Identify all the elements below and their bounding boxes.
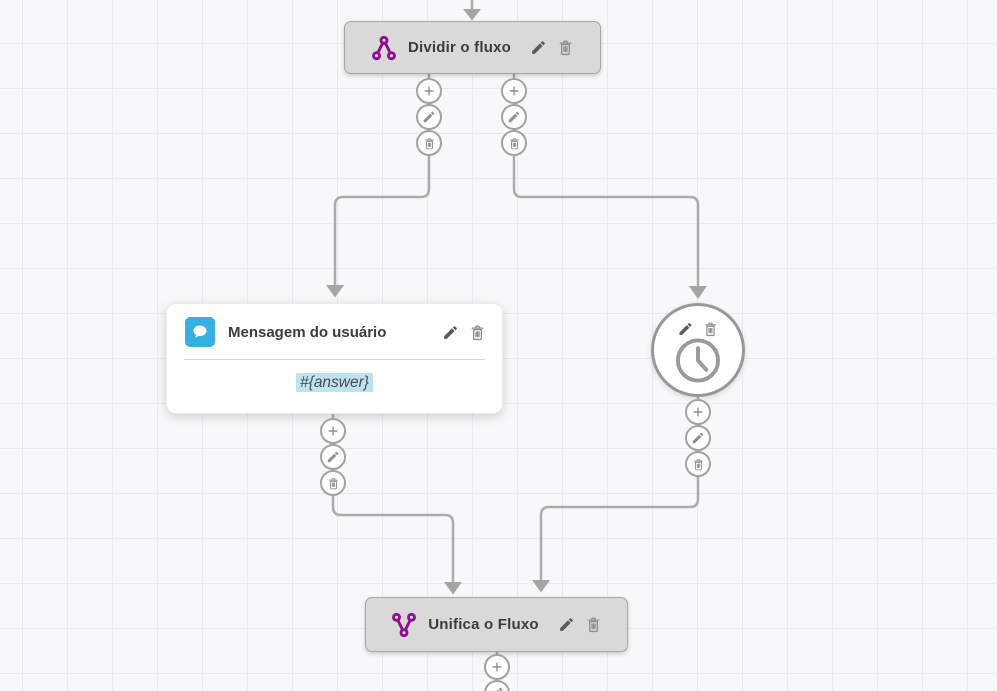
delete-icon[interactable] [469, 324, 486, 341]
arrowhead [689, 286, 707, 299]
plus-icon [490, 660, 504, 674]
edit-icon[interactable] [558, 616, 575, 633]
plus-icon [691, 405, 705, 419]
edit-icon[interactable] [530, 39, 547, 56]
trash-icon [423, 137, 436, 150]
trash-icon [327, 477, 340, 490]
pencil-icon [691, 431, 705, 445]
plus-icon [507, 84, 521, 98]
delete-port-button[interactable] [501, 130, 527, 156]
delete-icon[interactable] [585, 616, 602, 633]
card-divider [184, 359, 485, 360]
node-title: Dividir o fluxo [407, 39, 511, 56]
edit-icon[interactable] [442, 324, 459, 341]
edit-icon[interactable] [678, 321, 694, 337]
connector-split-to-message [333, 73, 431, 286]
edit-port-button[interactable] [320, 444, 346, 470]
add-port-button[interactable] [416, 78, 442, 104]
arrowhead [326, 285, 344, 298]
edit-port-button[interactable] [501, 104, 527, 130]
delete-port-button[interactable] [416, 130, 442, 156]
pencil-icon [326, 450, 340, 464]
connector-message-to-merge [331, 413, 455, 583]
plus-icon [326, 424, 340, 438]
pencil-icon [507, 110, 521, 124]
delete-port-button[interactable] [320, 470, 346, 496]
arrowhead [444, 582, 462, 595]
delete-port-button[interactable] [685, 451, 711, 477]
clock-icon [675, 337, 722, 384]
plus-icon [422, 84, 436, 98]
node-split-flow[interactable]: Dividir o fluxo [344, 21, 601, 74]
node-timer[interactable] [651, 303, 745, 397]
pencil-icon [490, 686, 504, 691]
pencil-icon [422, 110, 436, 124]
message-variable: #{answer} [296, 373, 373, 392]
chat-bubble-icon [185, 317, 215, 347]
add-port-button[interactable] [320, 418, 346, 444]
add-port-button[interactable] [484, 654, 510, 680]
edit-port-button[interactable] [685, 425, 711, 451]
add-port-button[interactable] [685, 399, 711, 425]
connector-split-to-timer [512, 73, 700, 287]
split-icon [371, 35, 397, 61]
arrowhead [463, 9, 481, 21]
node-merge-flow[interactable]: Unifica o Fluxo [365, 597, 628, 652]
merge-icon [391, 612, 417, 638]
add-port-button[interactable] [501, 78, 527, 104]
delete-icon[interactable] [557, 39, 574, 56]
trash-icon [692, 458, 705, 471]
trash-icon [508, 137, 521, 150]
node-title: Unifica o Fluxo [428, 616, 539, 633]
node-title: Mensagem do usuário [228, 323, 387, 341]
connector-timer-to-merge [539, 396, 700, 581]
edit-port-button[interactable] [416, 104, 442, 130]
delete-icon[interactable] [703, 321, 719, 337]
node-user-message[interactable]: Mensagem do usuário #{answer} [166, 303, 503, 414]
arrowhead [532, 580, 550, 593]
